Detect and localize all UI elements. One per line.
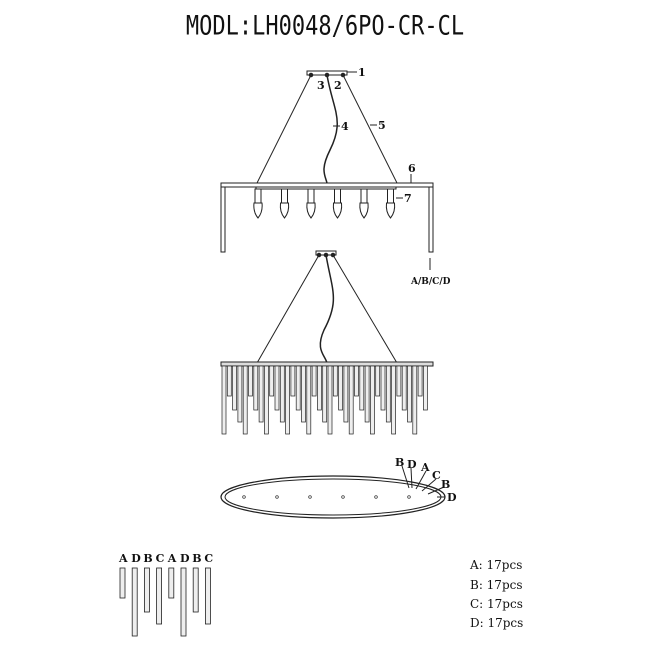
suspension-wire-left — [256, 74, 312, 184]
model-title: MODL:LH0048/6PO-CR-CL — [185, 11, 465, 42]
part-label-2: 2 — [334, 79, 342, 92]
crystal-A — [168, 567, 175, 599]
crystal-B — [338, 365, 343, 411]
part-label-7: 7 — [404, 192, 412, 205]
bulb-icon — [253, 188, 263, 219]
crystal-A — [375, 365, 381, 397]
crystal-A — [269, 365, 275, 397]
crystal-label-C: C — [204, 552, 213, 565]
crystal-C — [204, 567, 211, 625]
crystal-A — [226, 365, 232, 397]
crystal-B — [274, 365, 280, 411]
crystal-B — [232, 365, 237, 411]
bulb-icon — [306, 188, 316, 219]
crystal-type-label: A/B/C/D — [410, 277, 451, 287]
crystal-A — [332, 365, 338, 397]
crystal-C — [258, 365, 264, 423]
ring-label: C — [432, 469, 441, 482]
front-crystals — [221, 365, 428, 435]
mount-hole — [374, 495, 378, 499]
mount-hole — [308, 495, 312, 499]
suspension-wire-right — [342, 74, 398, 184]
crystal-D — [221, 365, 227, 435]
crystal-C — [322, 365, 328, 423]
quantity-c: C: 17pcs — [470, 597, 523, 611]
crystal-D — [242, 365, 248, 435]
crystal-D — [391, 365, 396, 435]
crystal-D — [264, 365, 269, 435]
part-label-1: 1 — [358, 66, 366, 79]
mount-hole — [407, 495, 411, 499]
crystal-C — [407, 365, 412, 423]
crystal-C — [301, 365, 306, 423]
side-view-labels: 1 2 3 4 5 6 7 A/B/C/D — [317, 66, 451, 287]
ring-label: B — [395, 456, 404, 469]
crystal-B — [423, 365, 428, 411]
crystal-label-D: D — [180, 552, 190, 565]
crystal-C — [156, 567, 163, 625]
crystal-B — [317, 365, 322, 411]
crystal-A — [248, 365, 253, 397]
mount-hole — [242, 495, 246, 499]
mount-hole — [341, 495, 345, 499]
mount-hole — [275, 495, 279, 499]
frame-bar — [220, 182, 434, 188]
crystal-D — [327, 365, 333, 435]
bulb-icon — [385, 188, 396, 219]
crystal-D — [131, 567, 138, 637]
quantity-b: B: 17pcs — [470, 578, 523, 592]
crystal-A — [354, 365, 359, 397]
top-view — [220, 465, 446, 519]
crystal-A — [119, 567, 126, 599]
crystal-C — [279, 365, 285, 423]
crystal-D — [306, 365, 312, 435]
crystal-C — [237, 365, 243, 423]
crystal-A — [290, 365, 296, 397]
crystal-A — [396, 365, 402, 397]
crystal-C — [343, 365, 349, 423]
crystal-label-D: D — [131, 552, 141, 565]
bulbs — [253, 188, 396, 219]
crystal-label-B: B — [192, 552, 201, 565]
part-label-6: 6 — [408, 162, 416, 175]
crystal-B — [253, 365, 259, 411]
crystal-label-C: C — [156, 552, 165, 565]
crystal-D — [285, 365, 290, 435]
ring-label: D — [407, 458, 417, 471]
crystal-B — [295, 365, 301, 411]
part-label-4: 4 — [341, 120, 349, 133]
crystal-B — [192, 567, 199, 613]
crystal-B — [401, 365, 407, 411]
crystal-B — [143, 567, 150, 613]
ring-label: B — [441, 478, 450, 491]
crystal-C — [364, 365, 370, 423]
top-view-labels: B D A C B D — [395, 456, 457, 504]
quantity-a: A: 17pcs — [470, 558, 523, 572]
ring-label: A — [420, 461, 430, 474]
bulb-icon — [359, 188, 369, 219]
bulb-icon — [332, 188, 343, 219]
front-view — [220, 250, 434, 435]
crystal-D — [370, 365, 375, 435]
crystal-label-A: A — [167, 552, 177, 565]
crystal-A — [417, 365, 423, 397]
crystal-D — [180, 567, 187, 637]
crystal-label-B: B — [143, 552, 152, 565]
part-label-5: 5 — [378, 119, 386, 132]
ring-label: D — [447, 491, 457, 504]
quantity-d: D: 17pcs — [470, 616, 524, 630]
part-label-3: 3 — [317, 79, 325, 92]
crystal-B — [380, 365, 386, 411]
side-view — [220, 70, 434, 270]
crystal-C — [385, 365, 391, 423]
crystal-A — [311, 365, 317, 397]
crystal-label-A: A — [118, 552, 128, 565]
crystal-B — [359, 365, 365, 411]
crystal-D — [412, 365, 418, 435]
bulb-icon — [279, 188, 290, 219]
crystal-D — [348, 365, 354, 435]
power-cord — [323, 74, 338, 184]
